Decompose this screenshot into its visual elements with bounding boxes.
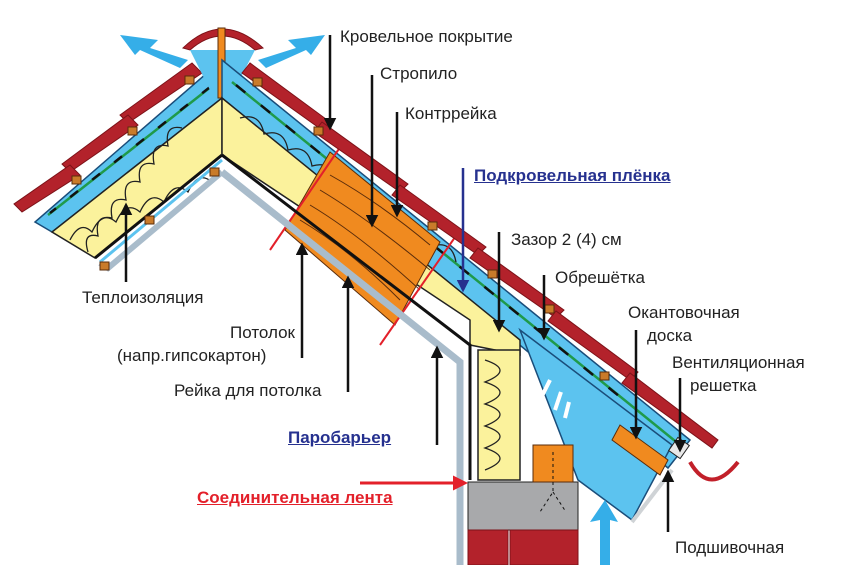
label-roof-covering: Кровельное покрытие — [340, 27, 513, 46]
brick-2 — [509, 529, 579, 565]
brick-1 — [467, 529, 509, 565]
airflow-eaves-icon — [590, 500, 618, 565]
cut-line-2 — [379, 229, 461, 346]
label-counter-batten: Контррейка — [405, 104, 497, 123]
left-slope — [13, 58, 224, 272]
label-ceiling-line1: Потолок — [230, 323, 295, 342]
label-soffit: Подшивочная — [675, 538, 785, 557]
wall-beam — [467, 481, 579, 531]
label-edge-board-line1: Окантовочная — [628, 303, 740, 322]
airflow-ridge-right-icon — [258, 35, 325, 68]
wall-insulation — [477, 349, 521, 481]
wall-plate — [532, 444, 574, 483]
left-roof-tiles — [13, 62, 203, 213]
label-ceiling-batten: Рейка для потолка — [174, 381, 322, 400]
label-vapor-barrier: Паробарьер — [288, 428, 392, 447]
left-vapor-barrier — [94, 153, 223, 260]
label-gap: Зазор 2 (4) см — [511, 230, 622, 249]
label-connecting-tape: Соединительная лента — [197, 488, 393, 507]
right-ceiling-board — [219, 169, 464, 565]
right-vapor-barrier — [221, 153, 472, 480]
label-edge-board-line2: доска — [647, 326, 693, 345]
label-ceiling-line2: (напр.гипсокартон) — [117, 346, 267, 365]
ridge-cap — [182, 28, 265, 51]
gutter — [688, 460, 740, 482]
label-insulation: Теплоизоляция — [82, 288, 204, 307]
label-underlay-membrane: Подкровельная плёнка — [474, 166, 671, 185]
cut-line-1 — [269, 139, 346, 251]
leader-arrows — [119, 35, 687, 532]
edge-board — [611, 424, 669, 476]
label-vent-grille-line1: Вентиляционная — [672, 353, 805, 372]
right-membrane-line — [231, 81, 681, 446]
label-batten: Обрешётка — [555, 268, 646, 287]
label-vent-grille-line2: решетка — [690, 376, 757, 395]
wall — [467, 444, 579, 565]
label-rafter: Стропило — [380, 64, 458, 83]
airflow-ridge-left-icon — [120, 35, 188, 68]
